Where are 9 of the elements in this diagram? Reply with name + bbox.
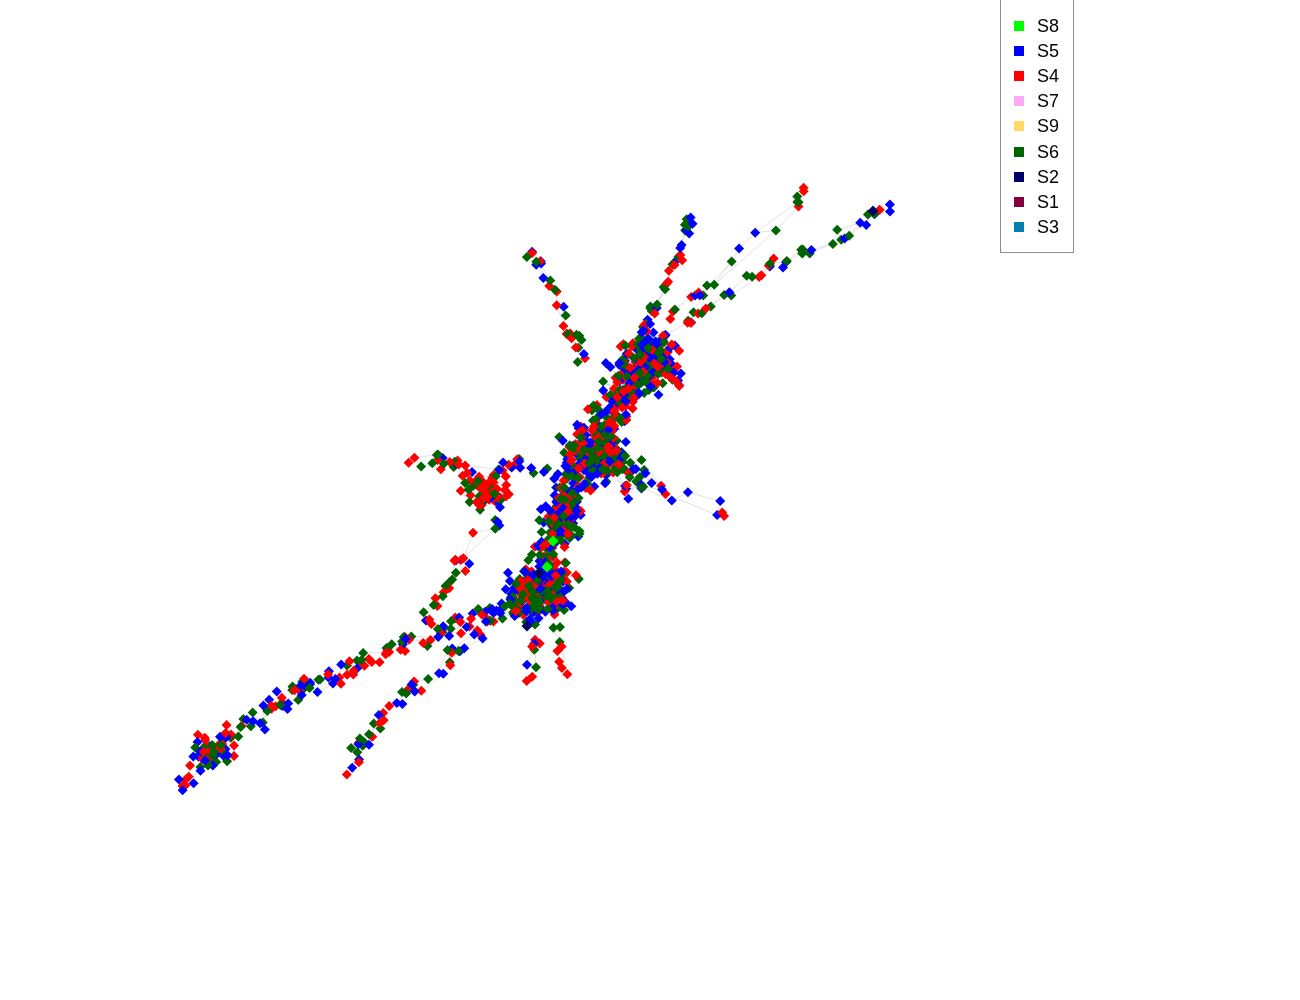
legend-label: S3 (1037, 217, 1060, 236)
legend-label: S5 (1037, 42, 1060, 61)
legend-label: S8 (1037, 17, 1060, 35)
legend-label: S2 (1037, 167, 1060, 186)
legend-label: S1 (1037, 192, 1060, 211)
legend-label: S7 (1037, 92, 1060, 111)
legend-label: S6 (1037, 142, 1060, 161)
legend-label: S9 (1037, 117, 1060, 136)
legend-label: S4 (1037, 67, 1060, 86)
